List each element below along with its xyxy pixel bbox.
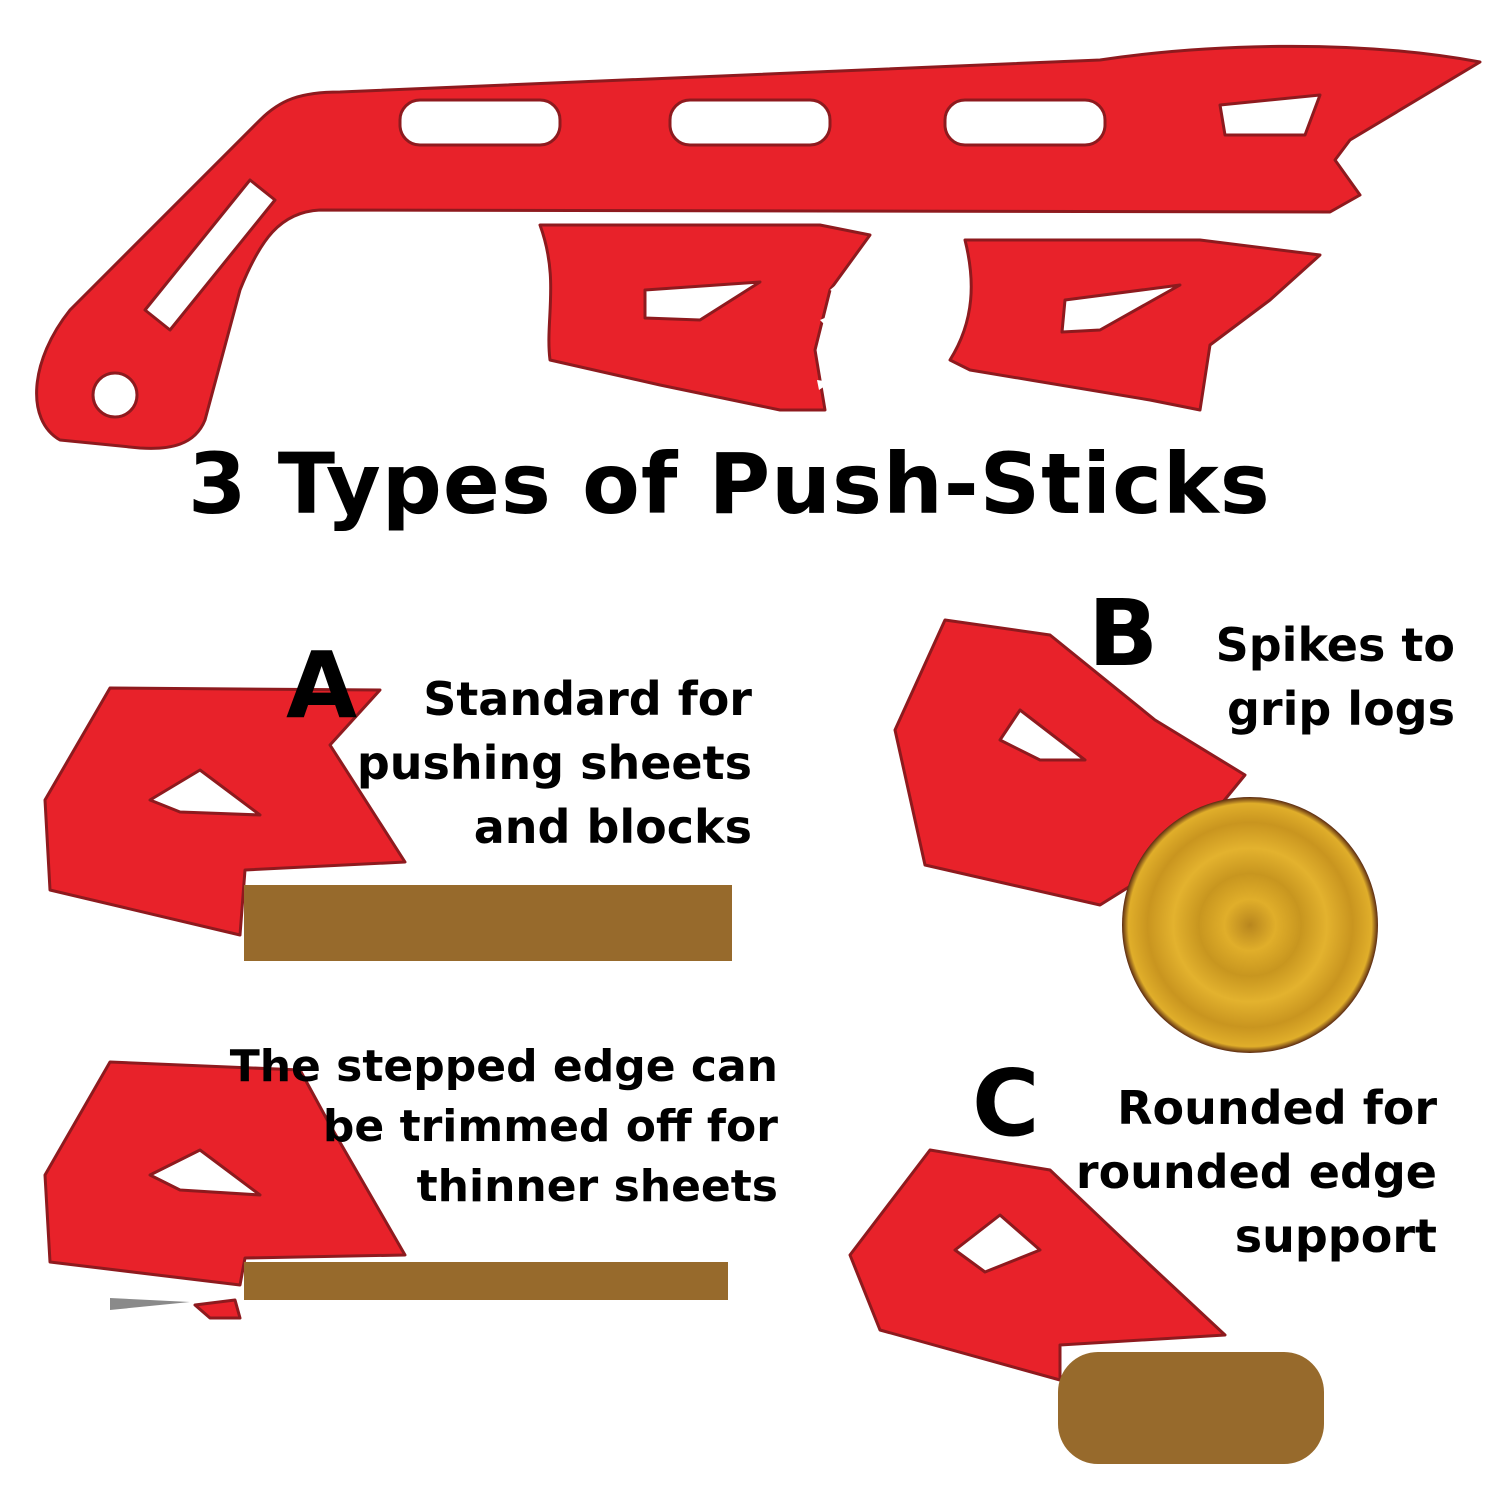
type-a-caption: Standard for pushing sheets and blocks [357,676,752,868]
caption-line: be trimmed off for [322,1101,778,1152]
rounded-head [948,238,1322,412]
caption-line: support [1234,1209,1437,1263]
wood-sheet-thin [244,1262,728,1300]
caption-line: grip logs [1226,682,1455,736]
type-a-letter: A [286,632,358,739]
type-c-letter: C [972,1050,1040,1157]
rounded-wood-block [1058,1352,1324,1464]
page-title: 3 Types of Push-Sticks [188,435,1271,533]
push-stick-c [848,1148,1227,1382]
wood-sheet-thick [244,885,732,961]
trimmed-piece [193,1298,242,1320]
type-c-caption: Rounded for rounded edge support [1076,1085,1437,1277]
caption-line: Spikes to [1215,618,1455,672]
caption-line: Rounded for [1117,1081,1437,1135]
caption-line: Standard for [423,672,752,726]
caption-line: rounded edge [1075,1145,1437,1199]
caption-line: The stepped edge can [229,1041,778,1092]
stepped-edge-note: The stepped edge can be trimmed off for … [230,1045,778,1225]
type-b-letter: B [1088,580,1159,687]
caption-line: and blocks [473,800,752,854]
long-push-stick [35,44,1482,450]
caption-line: pushing sheets [356,736,752,790]
caption-line: thinner sheets [416,1161,778,1212]
trim-blade [110,1298,190,1310]
type-b-caption: Spikes to grip logs [1216,622,1455,750]
log [1122,797,1378,1053]
